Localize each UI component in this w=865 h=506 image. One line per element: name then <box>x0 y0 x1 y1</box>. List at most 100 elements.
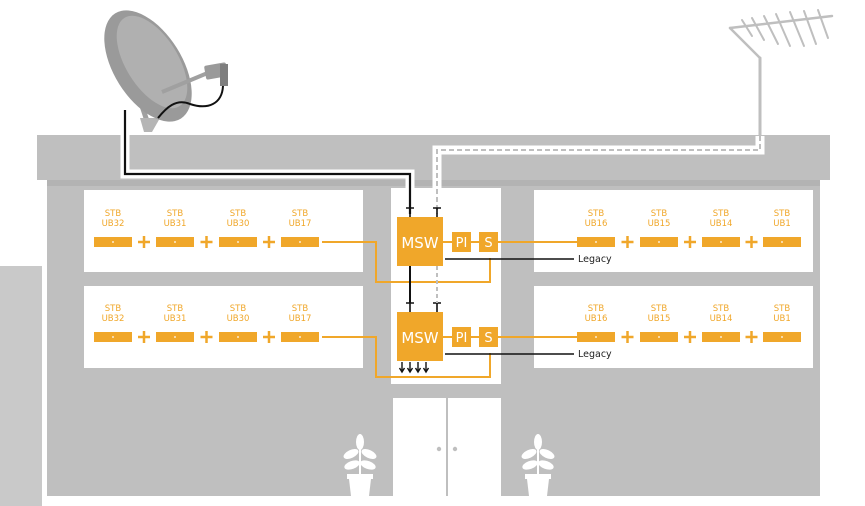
plus-icon <box>200 331 213 343</box>
multiswitch-box[interactable]: MSW <box>397 312 443 361</box>
led-dot <box>658 241 660 243</box>
stb-label: STB <box>292 304 309 314</box>
plus-icon <box>621 331 634 343</box>
stb-label: STB <box>230 304 247 314</box>
led-dot <box>174 241 176 243</box>
room-panel-bottom-right <box>534 286 813 368</box>
potted-plant-icon <box>343 434 377 496</box>
stb-id-label: UB31 <box>164 219 187 229</box>
power-inserter-label: PI <box>456 331 468 346</box>
plus-icon <box>138 331 150 343</box>
led-dot <box>299 241 301 243</box>
multiswitch-label: MSW <box>401 234 438 252</box>
room-panel-bottom-left <box>84 286 363 368</box>
coax-cable-left <box>322 336 491 378</box>
output-arrow-icon <box>406 362 414 374</box>
stb-label: STB <box>713 209 730 219</box>
power-inserter-box[interactable]: PI <box>452 232 471 252</box>
stb-id-label: UB30 <box>227 314 250 324</box>
stb-label: STB <box>713 304 730 314</box>
stb-label: STB <box>105 209 122 219</box>
stb-id-label: UB14 <box>710 219 733 229</box>
plus-icon <box>745 331 758 343</box>
power-inserter-label: PI <box>456 236 468 251</box>
plus-icon <box>138 236 150 248</box>
plus-icon <box>684 331 696 343</box>
terrestrial-antenna-icon <box>728 9 834 137</box>
power-inserter-body <box>452 327 471 347</box>
stb-id-label: UB32 <box>102 314 125 324</box>
splitter-body <box>479 232 498 252</box>
stb-id-label: UB15 <box>648 219 671 229</box>
stb-label: STB <box>588 304 605 314</box>
potted-plant-icon <box>521 434 555 496</box>
stb-id-label: UB16 <box>585 314 608 324</box>
splitter-box[interactable]: S <box>479 232 498 252</box>
plus-icon <box>263 331 275 343</box>
stb-id-label: UB1 <box>773 219 790 229</box>
stb-label: STB <box>774 304 791 314</box>
led-dot <box>112 241 114 243</box>
stb-label: STB <box>651 304 668 314</box>
stb-label: STB <box>588 209 605 219</box>
output-arrow-icon <box>422 362 430 374</box>
riser-cables <box>398 266 438 374</box>
stb-id-label: UB17 <box>289 219 312 229</box>
led-dot <box>720 241 722 243</box>
terrestrial-cable <box>432 136 765 214</box>
stb-id-label: UB16 <box>585 219 608 229</box>
stb-label: STB <box>292 209 309 219</box>
led-dot <box>781 241 783 243</box>
led-dot <box>299 336 301 338</box>
floors: STBUB32STBUB31STBUB30STBUB17STBUB16STBUB… <box>94 207 801 378</box>
output-arrow-icon <box>398 362 406 374</box>
splitter-label: S <box>484 236 492 251</box>
stb-id-label: UB15 <box>648 314 671 324</box>
stb-id-label: UB31 <box>164 314 187 324</box>
led-dot <box>658 336 660 338</box>
splitter-body <box>479 327 498 347</box>
multiswitch-box[interactable]: MSW <box>397 217 443 266</box>
stb-label: STB <box>167 209 184 219</box>
room-panel-top-right <box>534 190 813 272</box>
stb-label: STB <box>774 209 791 219</box>
floor-1: STBUB32STBUB31STBUB30STBUB17STBUB16STBUB… <box>94 207 801 283</box>
plus-icon <box>621 236 634 248</box>
multiswitch-body <box>397 312 443 361</box>
stb-id-label: UB1 <box>773 314 790 324</box>
splitter-box[interactable]: S <box>479 327 498 347</box>
stb-id-label: UB30 <box>227 219 250 229</box>
stb-label: STB <box>651 209 668 219</box>
led-dot <box>720 336 722 338</box>
side-building <box>0 266 42 506</box>
satellite-dish-icon <box>104 10 228 132</box>
double-door-icon <box>393 398 501 496</box>
stb-id-label: UB17 <box>289 314 312 324</box>
plus-icon <box>745 236 758 248</box>
led-dot <box>781 336 783 338</box>
stb-label: STB <box>105 304 122 314</box>
power-inserter-box[interactable]: PI <box>452 327 471 347</box>
plus-icon <box>263 236 275 248</box>
stb-label: STB <box>230 209 247 219</box>
led-dot <box>237 336 239 338</box>
plus-icon <box>200 236 213 248</box>
led-dot <box>174 336 176 338</box>
